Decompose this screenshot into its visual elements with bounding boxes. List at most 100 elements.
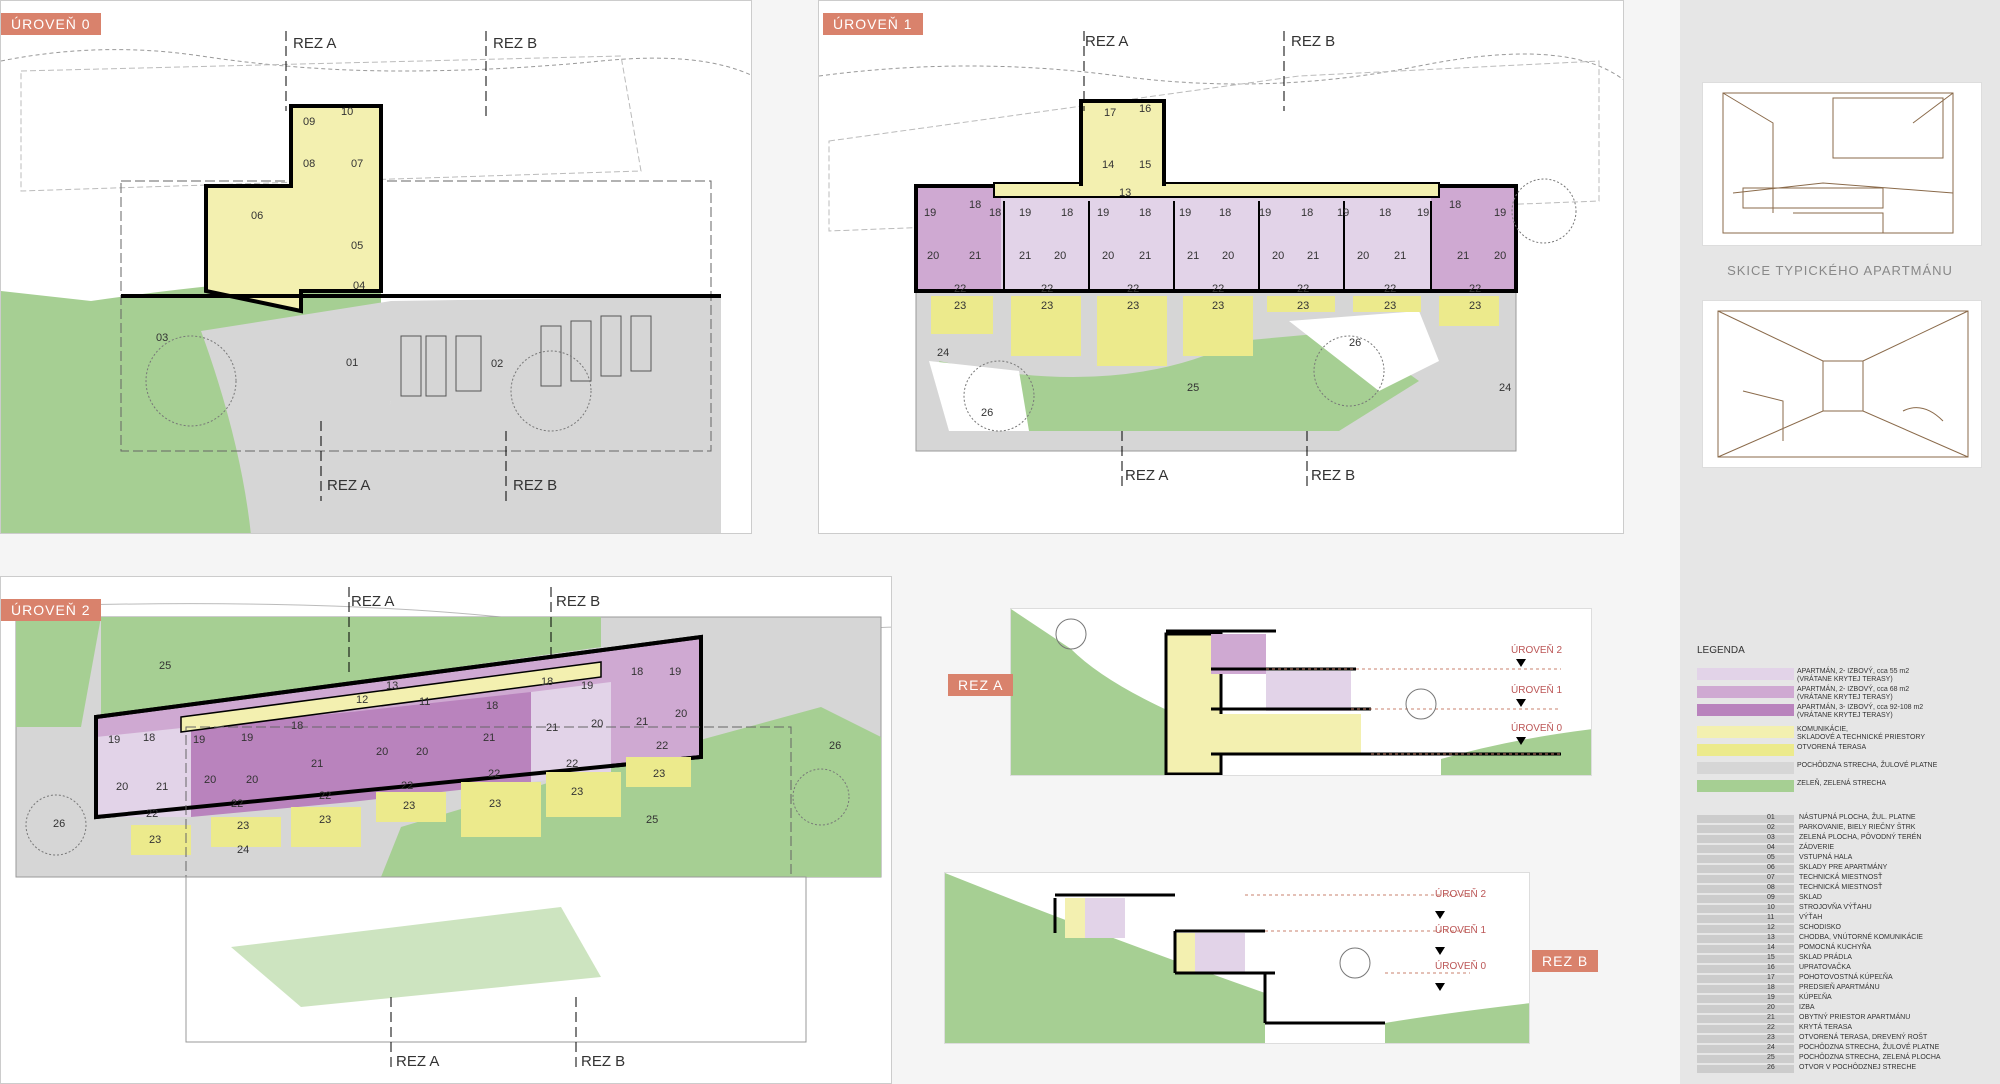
section-a-tag: REZ A: [948, 674, 1014, 696]
room-number: 03: [1767, 834, 1775, 841]
room-name: VÝŤAH: [1799, 914, 1823, 921]
level-1-tag: ÚROVEŇ 1: [823, 13, 923, 35]
svg-text:26: 26: [53, 818, 65, 830]
svg-text:22: 22: [1469, 283, 1481, 295]
room-name: OTVOR V POCHÔDZNEJ STRECHE: [1799, 1064, 1917, 1071]
room-name: SKLAD: [1799, 894, 1822, 901]
room-bar: [1697, 945, 1794, 953]
svg-text:19: 19: [108, 734, 120, 746]
room-bar: [1697, 875, 1794, 883]
svg-text:21: 21: [1457, 250, 1469, 262]
svg-text:01: 01: [346, 357, 358, 369]
svg-text:18: 18: [969, 199, 981, 211]
room-bar: [1697, 995, 1794, 1003]
svg-text:13: 13: [1119, 187, 1131, 199]
svg-text:23: 23: [653, 768, 665, 780]
legend-item: OTVORENÁ TERASA: [1697, 744, 1997, 758]
room-bar: [1697, 835, 1794, 843]
room-number: 08: [1767, 884, 1775, 891]
legend-swatch: [1697, 686, 1794, 698]
svg-text:22: 22: [566, 758, 578, 770]
svg-text:25: 25: [1187, 382, 1199, 394]
room-bar: [1697, 1065, 1794, 1073]
svg-text:23: 23: [149, 834, 161, 846]
room-name: SCHODISKO: [1799, 924, 1842, 931]
room-item: 12 SCHODISKO: [1697, 924, 1997, 934]
level-2-tag: ÚROVEŇ 2: [1, 599, 101, 621]
svg-text:23: 23: [403, 800, 415, 812]
room-number: 18: [1767, 984, 1775, 991]
svg-text:06: 06: [251, 210, 263, 222]
svg-text:18: 18: [1449, 199, 1461, 211]
svg-text:15: 15: [1139, 159, 1151, 171]
room-name: VSTUPNÁ HALA: [1799, 854, 1853, 861]
section-a-label-bottom: REZ A: [1125, 467, 1169, 484]
svg-text:18: 18: [1301, 207, 1313, 219]
svg-text:23: 23: [319, 814, 331, 826]
svg-text:22: 22: [231, 798, 243, 810]
room-item: 25 POCHÔDZNA STRECHA, ZELENÁ PLOCHA: [1697, 1054, 1997, 1064]
svg-text:09: 09: [303, 116, 315, 128]
svg-text:18: 18: [541, 676, 553, 688]
room-bar: [1697, 815, 1794, 823]
room-number: 02: [1767, 824, 1775, 831]
room-number: 11: [1767, 914, 1775, 921]
svg-text:11: 11: [419, 696, 430, 708]
room-number: 07: [1767, 874, 1775, 881]
sketch-1-svg: [1722, 92, 1954, 234]
room-bar: [1697, 965, 1794, 973]
sketch-title: SKICE TYPICKÉHO APARTMÁNU: [1727, 263, 1953, 278]
svg-text:19: 19: [193, 734, 205, 746]
svg-text:04: 04: [353, 280, 365, 292]
room-name: STROJOVŇA VÝŤAHU: [1799, 904, 1872, 911]
svg-text:16: 16: [1139, 103, 1151, 115]
svg-text:21: 21: [546, 722, 558, 734]
svg-text:19: 19: [241, 732, 253, 744]
room-number: 23: [1767, 1034, 1775, 1041]
svg-text:22: 22: [146, 808, 158, 820]
legend-swatch: [1697, 744, 1794, 756]
svg-text:22: 22: [488, 768, 500, 780]
room-name: UPRATOVAČKA: [1799, 964, 1851, 971]
svg-text:20: 20: [1272, 250, 1284, 262]
section-b-label-top: REZ B: [493, 35, 538, 52]
legend-item: ZELEŇ, ZELENÁ STRECHA: [1697, 780, 1997, 794]
section-b-svg: [945, 873, 1529, 1043]
sketch-apartment-1: [1702, 82, 1982, 246]
room-name: POMOCNÁ KUCHYŇA: [1799, 944, 1872, 951]
svg-text:18: 18: [486, 700, 498, 712]
svg-text:21: 21: [311, 758, 323, 770]
svg-text:23: 23: [571, 786, 583, 798]
room-number: 19: [1767, 994, 1775, 1001]
sketch-apartment-2: [1702, 300, 1982, 468]
room-number: 20: [1767, 1004, 1775, 1011]
room-bar: [1697, 825, 1794, 833]
legend-swatch: [1697, 704, 1794, 716]
room-number: 25: [1767, 1054, 1775, 1061]
svg-text:19: 19: [1259, 207, 1271, 219]
svg-text:21: 21: [1187, 250, 1199, 262]
room-name: KRYTÁ TERASA: [1799, 1024, 1853, 1031]
svg-text:23: 23: [1212, 300, 1224, 312]
svg-text:19: 19: [1494, 207, 1506, 219]
room-number: 13: [1767, 934, 1775, 941]
room-number: 12: [1767, 924, 1775, 931]
svg-text:22: 22: [1212, 283, 1224, 295]
svg-text:23: 23: [1297, 300, 1309, 312]
room-name: NÁSTUPNÁ PLOCHA, ŽUL. PLATNE: [1799, 814, 1916, 821]
svg-text:07: 07: [351, 158, 363, 170]
room-bar: [1697, 1035, 1794, 1043]
room-name: POCHÔDZNA STRECHA, ZELENÁ PLOCHA: [1799, 1054, 1941, 1061]
svg-text:20: 20: [1102, 250, 1114, 262]
